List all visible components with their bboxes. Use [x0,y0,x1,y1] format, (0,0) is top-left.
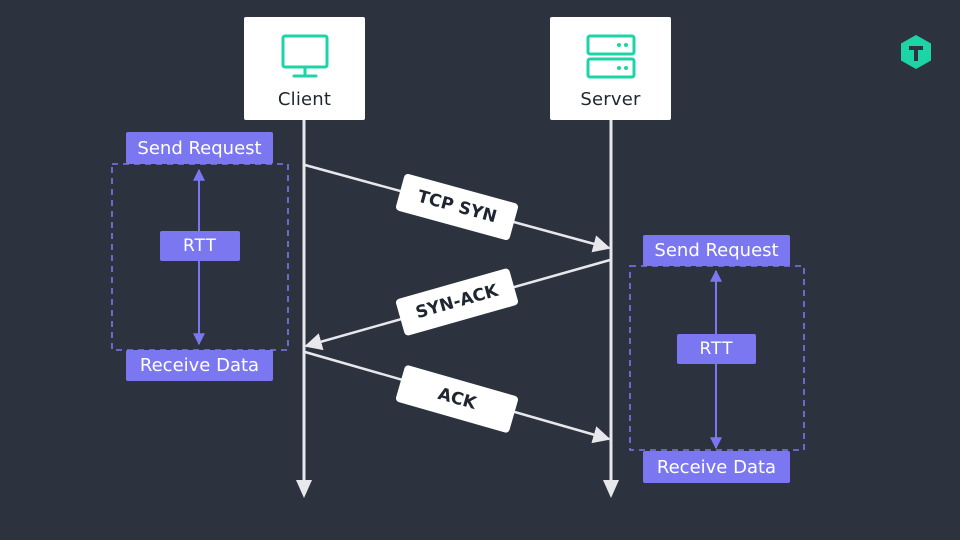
client-lifeline-arrowhead [296,480,312,498]
server-send-request-label: Send Request [643,235,790,266]
client-rtt-label: RTT [160,231,240,261]
client-send-request-label: Send Request [126,132,273,164]
client-rtt-frame [111,163,289,351]
server-node: Server [550,17,671,120]
server-receive-data-label: Receive Data [643,451,790,483]
server-label: Server [580,89,641,110]
server-rtt-label: RTT [677,334,756,364]
client-node: Client [244,17,365,120]
brand-logo-icon [901,35,931,69]
client-label: Client [277,89,332,110]
client-receive-data-label: Receive Data [126,350,273,381]
server-rtt-frame [629,265,805,451]
monitor-icon [281,34,328,78]
server-lifeline-arrowhead [603,480,619,498]
server-icon [586,34,635,79]
